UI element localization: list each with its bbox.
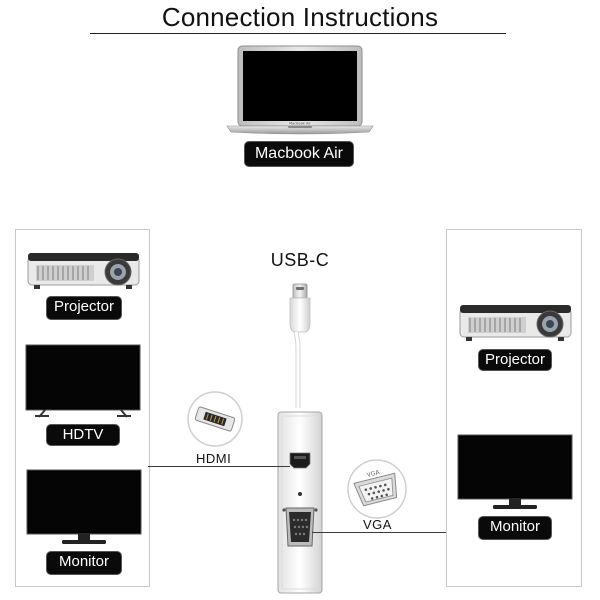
laptop-brand-text: MacBook Air (289, 122, 311, 126)
hdmi-label: HDMI (196, 451, 232, 466)
left-hdtv-label: HDTV (47, 425, 119, 445)
hdmi-connection-line (148, 466, 290, 467)
projector-icon (459, 305, 572, 341)
vga-connector-icon: VGA (347, 459, 407, 519)
hdmi-connector-icon (187, 391, 243, 447)
left-projector-label: Projector (47, 297, 121, 319)
projector-icon (27, 253, 140, 289)
right-projector-label: Projector (479, 350, 551, 370)
tv-icon (25, 344, 141, 418)
vga-connector-text: VGA (366, 469, 381, 479)
page-title: Connection Instructions (161, 2, 439, 32)
monitor-icon (457, 434, 573, 509)
vga-connection-line (312, 532, 446, 533)
adapter-hub (277, 411, 323, 594)
usb-c-cable (289, 283, 311, 408)
laptop-icon: MacBook Air (226, 45, 374, 135)
title-underline (90, 33, 506, 34)
right-monitor-label: Monitor (479, 517, 551, 539)
monitor-icon (26, 469, 142, 544)
vga-label: VGA (363, 517, 392, 532)
macbook-air-label: Macbook Air (245, 142, 353, 166)
left-monitor-label: Monitor (47, 552, 121, 574)
usb-c-label: USB-C (270, 250, 330, 270)
